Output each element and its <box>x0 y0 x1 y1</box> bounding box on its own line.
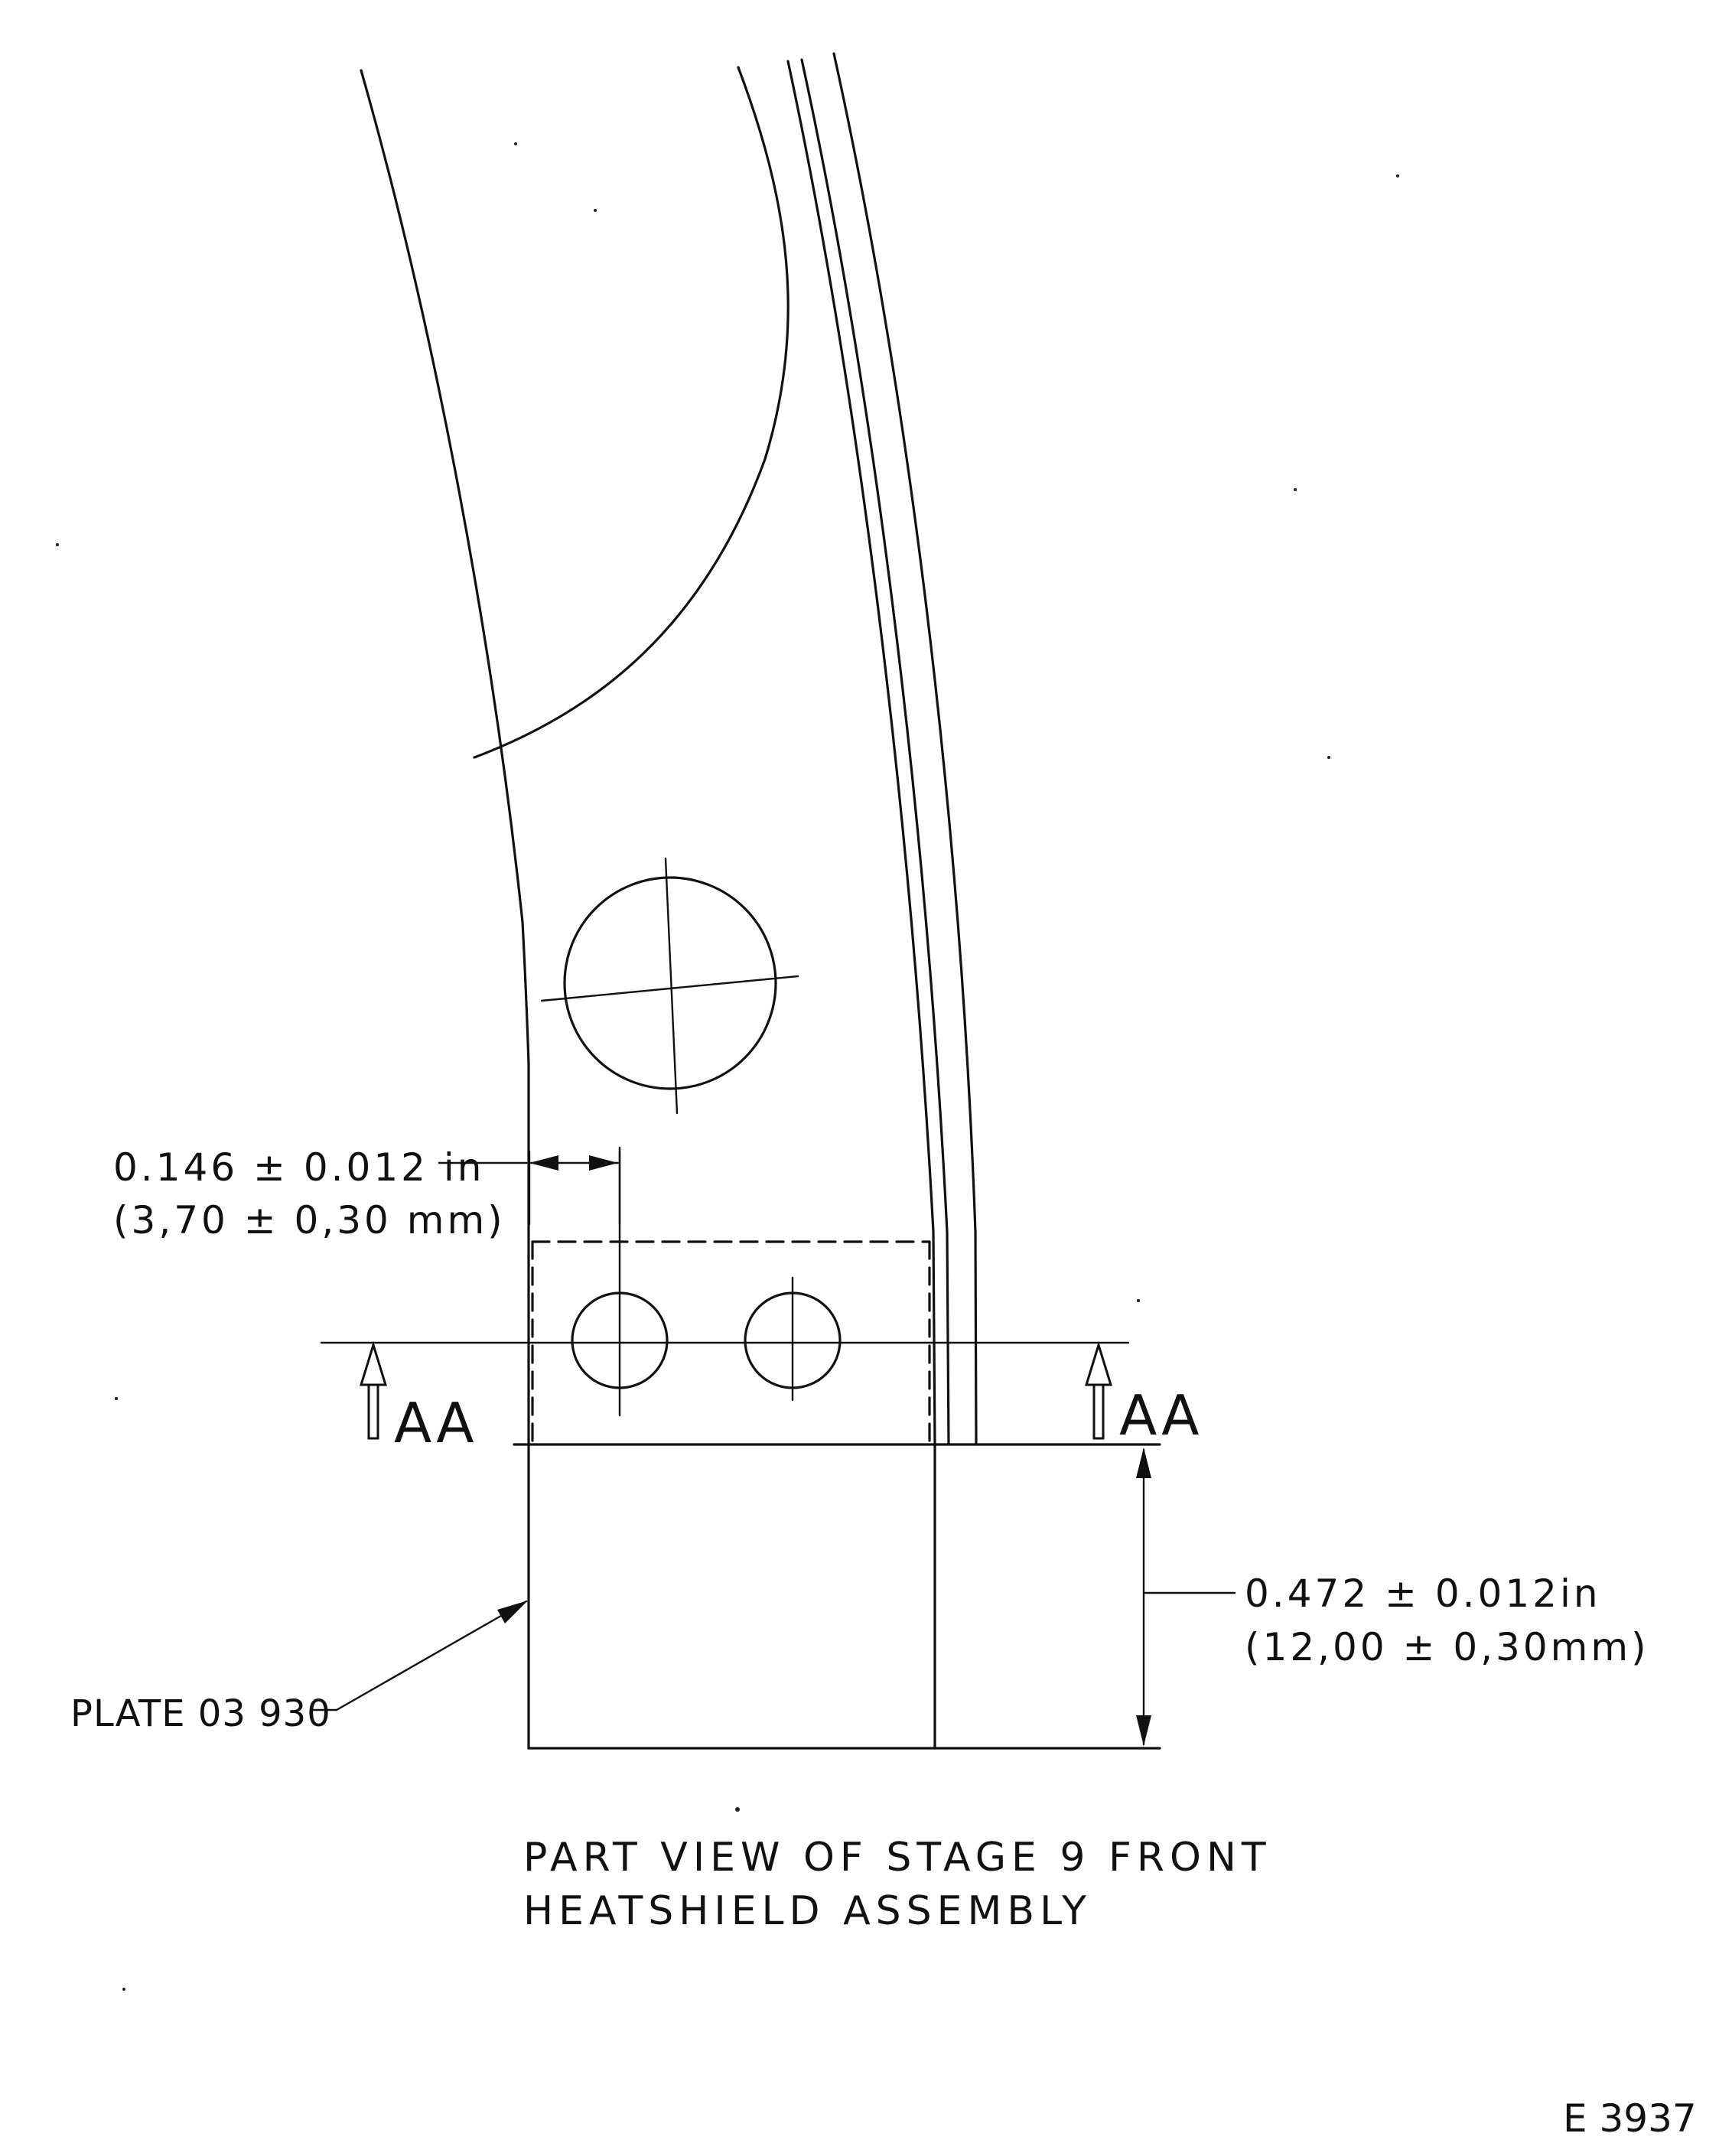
figure-id: E 3937 <box>1563 2096 1697 2141</box>
section-label-right: AA <box>1119 1383 1203 1448</box>
plate-leader <box>311 1600 528 1711</box>
lower-dimension <box>1136 1448 1236 1746</box>
outer-edge-curve <box>360 69 530 1065</box>
small-hole-2 <box>744 1276 842 1402</box>
scan-specks <box>56 142 1399 1991</box>
large-hole <box>540 857 799 1115</box>
caption-line-1: PART VIEW OF STAGE 9 FRONT <box>523 1835 1271 1881</box>
rim-line-2 <box>800 58 950 1446</box>
rim-line-3 <box>832 52 978 1446</box>
lower-dimension-inches: 0.472 ± 0.012in <box>1245 1571 1601 1616</box>
rim-line-1 <box>786 60 936 1446</box>
upper-dimension-inches: 0.146 ± 0.012 in <box>113 1145 484 1190</box>
lower-dimension-mm: (12,00 ± 0,30mm) <box>1245 1625 1649 1669</box>
section-label-left: AA <box>394 1391 477 1455</box>
plate-label: PLATE 03 930 <box>70 1692 331 1735</box>
section-arrow-right <box>1084 1340 1113 1440</box>
inner-arc <box>473 66 790 759</box>
caption-line-2: HEATSHIELD ASSEMBLY <box>523 1888 1092 1934</box>
upper-dimension <box>438 1146 621 1226</box>
upper-dimension-mm: (3,70 ± 0,30 mm) <box>113 1198 506 1242</box>
section-arrow-left <box>359 1340 388 1440</box>
